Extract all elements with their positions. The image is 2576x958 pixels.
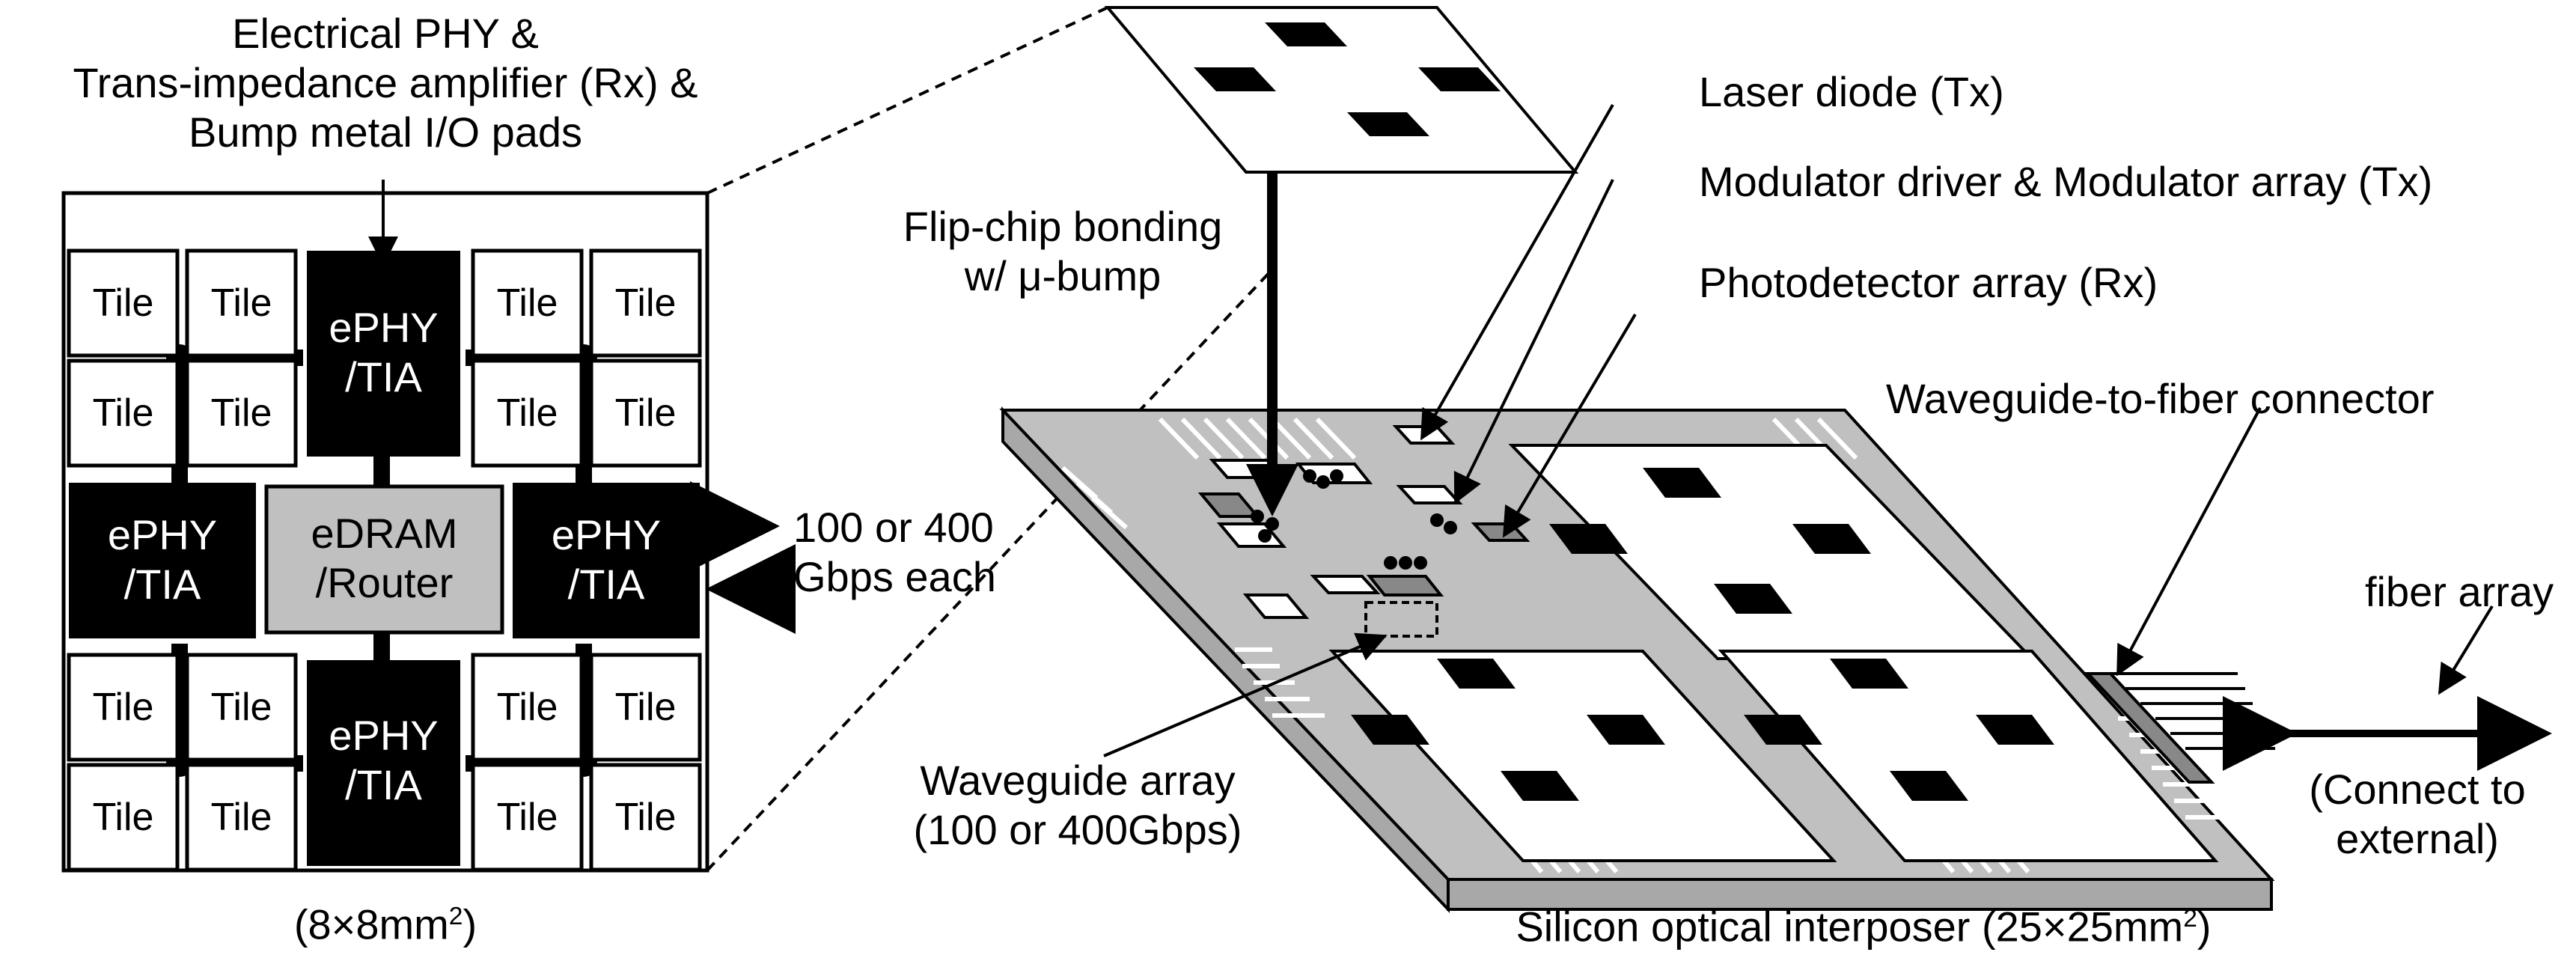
board-components (1197, 425, 1530, 619)
ephy-right-label: ePHY/TIA (551, 511, 662, 608)
ephy-blocks (69, 251, 700, 866)
laser-label: Laser diode (Tx) (1699, 68, 2004, 115)
zoom-lines (706, 6, 1274, 872)
die-diamonds (1194, 22, 1501, 136)
placed-chip-front-right (1718, 650, 2219, 862)
ephy-bottom-label: ePHY/TIA (329, 712, 439, 808)
tile-label: Tile (92, 686, 154, 729)
interposer-size-label: Silicon optical interposer (25×25mm2) (1516, 903, 2212, 951)
tile-label: Tile (614, 796, 677, 839)
connector-label: Waveguide-to-fiber connector (1886, 375, 2435, 422)
tile-label: Tile (210, 686, 272, 729)
fiber-label: fiber array (2365, 568, 2554, 615)
tile-label: Tile (614, 686, 677, 729)
tile-label: Tile (210, 391, 272, 435)
tile-grid (67, 248, 702, 872)
ephy-left-label: ePHY/TIA (107, 511, 218, 608)
photodetector-label: Photodetector array (Rx) (1699, 259, 2158, 306)
chip-title-line: Trans-impedance amplifier (Rx) & (73, 59, 698, 106)
chip-size-label: (8×8mm2) (293, 900, 477, 948)
micro-bumps (1251, 469, 1457, 570)
chip-diamonds (1351, 468, 2054, 801)
chip-title-line: Bump metal I/O pads (188, 109, 582, 156)
tile-label: Tile (614, 281, 677, 325)
tile-label: Tile (496, 796, 558, 839)
waveguide-label: Waveguide array(100 or 400Gbps) (913, 757, 1242, 853)
modulator-label: Modulator driver & Modulator array (Tx) (1699, 158, 2433, 205)
flip-chip-die (1104, 6, 1579, 174)
tile-label: Tile (496, 281, 558, 325)
edram-label: eDRAM/Router (311, 510, 458, 606)
ephy-top-label: ePHY/TIA (329, 304, 439, 400)
fiber-connector (2084, 672, 2215, 784)
tile-label: Tile (210, 281, 272, 325)
tile-label: Tile (92, 796, 154, 839)
edram-block (264, 484, 504, 635)
tile-label: Tile (496, 391, 558, 435)
tile-label: Tile (210, 796, 272, 839)
chip-title: Electrical PHY & Trans-impedance amplifi… (0, 9, 771, 157)
chip-title-line: Electrical PHY & (232, 10, 539, 57)
label-pointers (1103, 104, 2494, 757)
tile-label: Tile (92, 391, 154, 435)
flip-chip-arrowhead (1246, 464, 1298, 516)
tile-label: Tile (614, 391, 677, 435)
tile-label: Tile (496, 686, 558, 729)
waveguide-box (1364, 601, 1438, 638)
placed-chip-front-left (1328, 650, 1837, 862)
tile-label: Tile (92, 281, 154, 325)
